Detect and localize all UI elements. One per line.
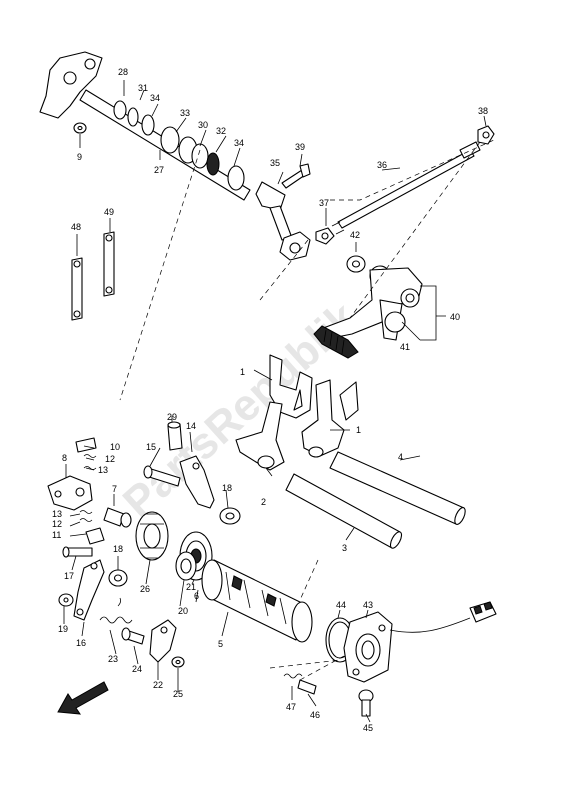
shift-fork-2-part[interactable] <box>235 401 285 471</box>
callout-47: 47 <box>286 702 296 712</box>
callout-12b: 12 <box>52 519 62 529</box>
callout-33: 33 <box>180 108 190 118</box>
callout-31: 31 <box>138 83 148 93</box>
leader-lines <box>63 80 495 723</box>
callout-29: 29 <box>167 412 177 422</box>
callout-38: 38 <box>478 106 488 116</box>
callout-6: 6 <box>194 591 199 601</box>
callout-17: 17 <box>64 571 74 581</box>
plate-48-part[interactable] <box>71 257 83 321</box>
callout-21: 21 <box>186 582 196 592</box>
shift-fork-1-upper-part[interactable] <box>269 354 313 419</box>
pin-24-part[interactable] <box>121 627 145 645</box>
contact-46-part[interactable] <box>297 679 317 695</box>
bolt-45-part[interactable] <box>358 689 374 717</box>
callout-12a: 12 <box>105 454 115 464</box>
callout-30: 30 <box>198 120 208 130</box>
callout-27: 27 <box>154 165 164 175</box>
callout-40: 40 <box>450 312 460 322</box>
shift-fork-shaft-3-part[interactable] <box>285 473 404 550</box>
gear-shift-cam-5-part[interactable] <box>201 559 313 643</box>
callout-22: 22 <box>153 680 163 690</box>
gear-shift-link-rod-part[interactable] <box>331 141 481 235</box>
bolt-7-part[interactable] <box>103 507 132 528</box>
gear-position-switch-43-part[interactable] <box>343 601 497 683</box>
callout-18a: 18 <box>222 483 232 493</box>
spring-12-13-upper-part[interactable] <box>83 454 97 470</box>
callout-5: 5 <box>218 639 223 649</box>
callout-44: 44 <box>336 600 346 610</box>
spring-12-13-lower-part[interactable] <box>79 510 93 522</box>
pin-29-part[interactable] <box>167 421 183 451</box>
callout-34b: 34 <box>234 138 244 148</box>
callout-35: 35 <box>270 158 280 168</box>
pawl-22-part[interactable] <box>149 619 177 663</box>
callout-18b: 18 <box>113 544 123 554</box>
shift-fork-shaft-4-part[interactable] <box>329 451 467 526</box>
callout-13a: 13 <box>98 465 108 475</box>
stopper-10-part[interactable] <box>75 437 97 453</box>
callout-19: 19 <box>58 624 68 634</box>
callout-24: 24 <box>132 664 142 674</box>
plate-49-part[interactable] <box>103 231 115 297</box>
cam-stopper-8-part[interactable] <box>47 475 93 511</box>
cam-driven-gear-26-part[interactable] <box>135 511 169 561</box>
callout-4: 4 <box>398 452 403 462</box>
callout-32: 32 <box>216 126 226 136</box>
spring-23-part[interactable] <box>99 597 133 624</box>
callout-41: 41 <box>400 342 410 352</box>
washer-9-part[interactable] <box>73 122 87 134</box>
callout-36: 36 <box>377 160 387 170</box>
callout-9: 9 <box>77 152 82 162</box>
shift-fork-1-lower-part[interactable] <box>301 379 359 458</box>
callout-26: 26 <box>140 584 150 594</box>
callout-11: 11 <box>52 530 61 540</box>
callout-7: 7 <box>112 484 117 494</box>
callout-1b: 1 <box>356 425 361 435</box>
spacer-20-part[interactable] <box>175 551 197 581</box>
stopper-11-part[interactable] <box>85 527 105 545</box>
nut-38-part[interactable] <box>477 125 495 145</box>
nut-37-part[interactable] <box>315 227 335 245</box>
callout-48: 48 <box>71 222 81 232</box>
bushing-18-upper-part[interactable] <box>219 507 241 525</box>
shift-lever-joint-part[interactable] <box>255 181 311 261</box>
callout-2: 2 <box>261 497 266 507</box>
callout-10: 10 <box>110 442 120 452</box>
callout-13b: 13 <box>52 509 62 519</box>
callout-1a: 1 <box>240 367 245 377</box>
bolt-15-part[interactable] <box>143 465 181 487</box>
spring-47-part[interactable] <box>283 673 303 679</box>
callout-37: 37 <box>319 198 329 208</box>
callout-43: 43 <box>363 600 373 610</box>
front-direction-arrow-icon <box>57 681 109 715</box>
callout-3: 3 <box>342 543 347 553</box>
bolt-19-part[interactable] <box>58 593 74 607</box>
callout-14: 14 <box>186 421 196 431</box>
callout-16: 16 <box>76 638 86 648</box>
callout-15: 15 <box>146 442 156 452</box>
bolt-17-part[interactable] <box>62 546 93 558</box>
washer-42-part[interactable] <box>346 255 366 273</box>
washer-25-part[interactable] <box>171 656 185 668</box>
callout-28: 28 <box>118 67 128 77</box>
gear-shift-arm-16-part[interactable] <box>73 559 105 621</box>
callout-20: 20 <box>178 606 188 616</box>
bolt-39-part[interactable] <box>281 163 311 189</box>
bushing-18-lower-part[interactable] <box>108 569 128 587</box>
callout-34a: 34 <box>150 93 160 103</box>
cam-stopper-plate-14-part[interactable] <box>179 455 215 509</box>
callout-46: 46 <box>310 710 320 720</box>
gear-shift-lever-part[interactable] <box>313 265 423 359</box>
callout-25: 25 <box>173 689 183 699</box>
callout-49: 49 <box>104 207 114 217</box>
callout-42: 42 <box>350 230 360 240</box>
callout-23: 23 <box>108 654 118 664</box>
gear-shift-shaft-part[interactable] <box>39 51 251 201</box>
callout-45: 45 <box>363 723 373 733</box>
callout-39: 39 <box>295 142 305 152</box>
callout-8: 8 <box>62 453 67 463</box>
callout-labels: 1 1 2 3 4 5 6 7 8 9 10 11 12 12 13 13 14… <box>52 67 488 733</box>
